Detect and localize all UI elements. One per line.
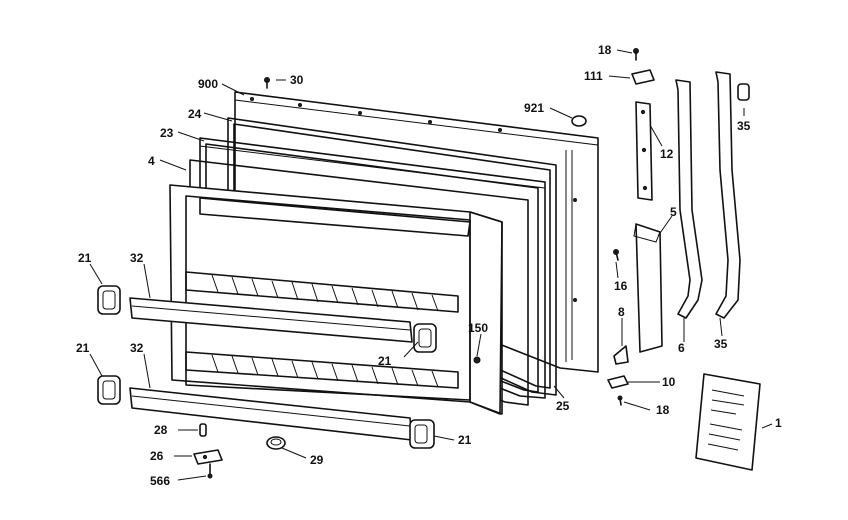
callout-35-top: 35 [737, 119, 751, 133]
callout-566: 566 [150, 474, 170, 488]
screw-18-top [633, 48, 639, 61]
callout-16: 16 [614, 279, 628, 293]
end-cap-lower-right [409, 419, 435, 449]
part-10 [607, 375, 629, 389]
hinge-cap-111 [631, 69, 655, 85]
callout-18-top: 18 [598, 43, 612, 57]
part-8 [613, 345, 629, 365]
callout-150: 150 [468, 321, 488, 335]
end-cap-upper-left [97, 285, 121, 315]
callout-25: 25 [556, 399, 570, 413]
callout-4: 4 [148, 154, 155, 168]
inner-door-liner [169, 184, 503, 415]
callout-26: 26 [150, 449, 164, 463]
callout-35-bottom: 35 [714, 337, 728, 351]
callout-8: 8 [618, 305, 625, 319]
plug-921 [571, 115, 587, 127]
part-29-plug [266, 436, 286, 450]
handle-rail-35 [715, 71, 741, 319]
end-cap-upper-right [413, 323, 437, 353]
end-cap-lower-left [97, 375, 121, 405]
part-28 [199, 423, 207, 437]
callout-32-lower: 32 [130, 341, 144, 355]
callout-labels: 18 30 900 111 921 35 24 12 23 4 5 21 32 … [76, 43, 782, 488]
part-26-bracket [193, 449, 223, 465]
callout-111: 111 [584, 69, 603, 83]
callout-18-bottom: 18 [656, 403, 670, 417]
callout-900: 900 [198, 77, 218, 91]
hinge-bracket-12 [635, 101, 653, 201]
leader-lines [89, 49, 773, 481]
callout-921: 921 [524, 101, 544, 115]
handle-rail-6 [675, 79, 703, 319]
callout-21-upper-left: 21 [78, 251, 92, 265]
part-566-screw [207, 463, 213, 479]
end-cap-35 [737, 83, 750, 101]
callout-24: 24 [188, 107, 202, 121]
screw-18-bottom [617, 395, 623, 406]
door-bar-upper [129, 297, 413, 343]
screw-16 [613, 249, 619, 261]
callout-5: 5 [670, 205, 677, 219]
callout-21-lower-left: 21 [76, 341, 90, 355]
callout-29: 29 [310, 453, 324, 467]
screw-30 [264, 77, 270, 89]
callout-28: 28 [154, 423, 168, 437]
callout-6: 6 [678, 341, 685, 355]
callout-12: 12 [660, 147, 674, 161]
callout-21-lower-right: 21 [458, 433, 472, 447]
callout-10: 10 [662, 375, 676, 389]
callout-1: 1 [775, 416, 782, 430]
instruction-booklet [695, 373, 761, 471]
callout-21-upper-right: 21 [378, 354, 392, 368]
callout-30: 30 [290, 73, 304, 87]
callout-23: 23 [160, 126, 174, 140]
door-bar-lower [129, 387, 413, 441]
hinge-5 [633, 223, 663, 353]
callout-32-upper: 32 [130, 251, 144, 265]
